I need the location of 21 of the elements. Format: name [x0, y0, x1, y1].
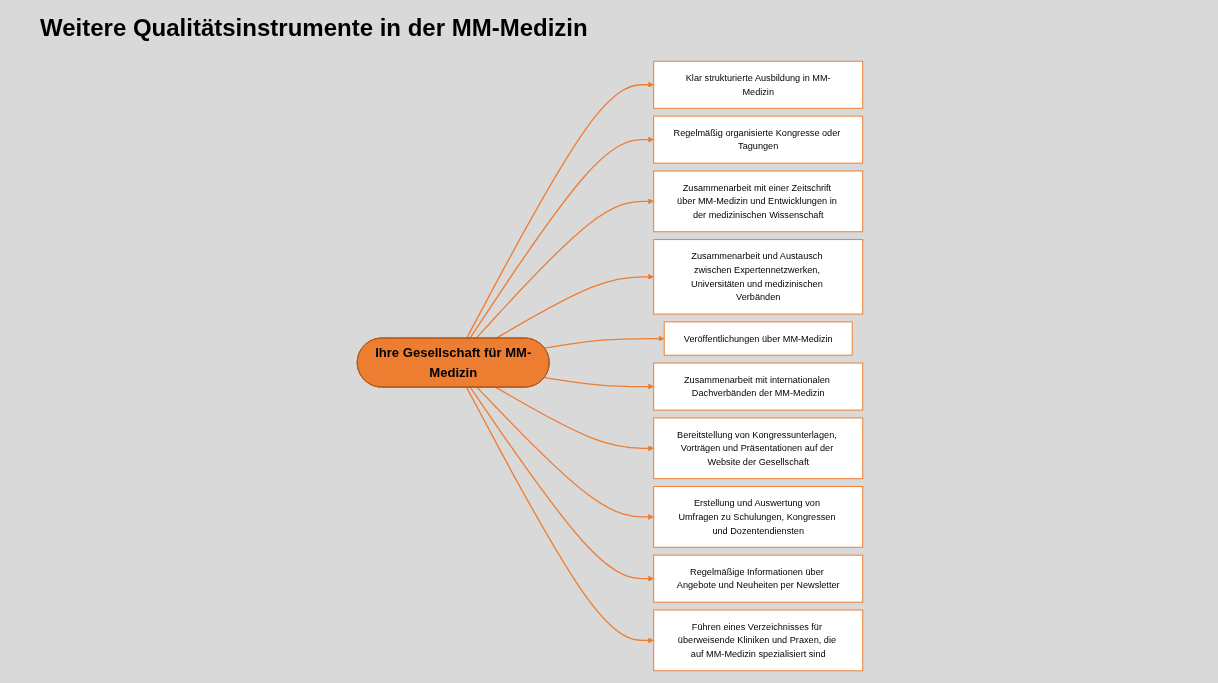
- arrow: [543, 377, 654, 390]
- arrow: [543, 335, 665, 349]
- arrow: [469, 136, 654, 340]
- node-box: Zusammenarbeit mit internationalen Dachverbänden der MM-Medizin: [653, 362, 864, 411]
- arrow: [465, 386, 654, 644]
- node-box: Klar strukturierte Ausbildung in MM-Medizin: [653, 60, 864, 109]
- node-box: Zusammenarbeit mit einer Zeitschrift über MM-Medizin und Entwicklungen in der medizinischen Wissenschaft: [653, 170, 864, 233]
- node-box: Zusammenarbeit und Austausch zwischen Expertennetzwerken, Universitäten und medizinischen Verbänden: [653, 239, 864, 315]
- arrow: [476, 386, 654, 520]
- node-box: Regelmäßig organisierte Kongresse oder Tagungen: [653, 115, 864, 164]
- arrow: [495, 273, 654, 340]
- node-box: Veröffentlichungen über MM-Medizin: [663, 321, 853, 356]
- node-box: Erstellung und Auswertung von Umfragen zu Schulungen, Kongressen und Dozentendiensten: [653, 486, 864, 548]
- arrow: [469, 386, 654, 582]
- arrow: [465, 81, 654, 340]
- arrow: [475, 198, 654, 340]
- arrow: [495, 386, 654, 452]
- node-box: Regelmäßige Informationen über Angebote und Neuheiten per Newsletter: [653, 554, 864, 603]
- node-box: Bereitstellung von Kongressunterlagen, Vorträgen und Präsentationen auf der Website der Gesellschaft: [653, 417, 864, 480]
- node-box: Führen eines Verzeichnisses für überweisende Kliniken und Praxen, die auf MM-Medizin spezialisiert sind: [653, 609, 864, 672]
- title: Weitere Qualitätsinstrumente in der MM-Medizin: [40, 14, 588, 42]
